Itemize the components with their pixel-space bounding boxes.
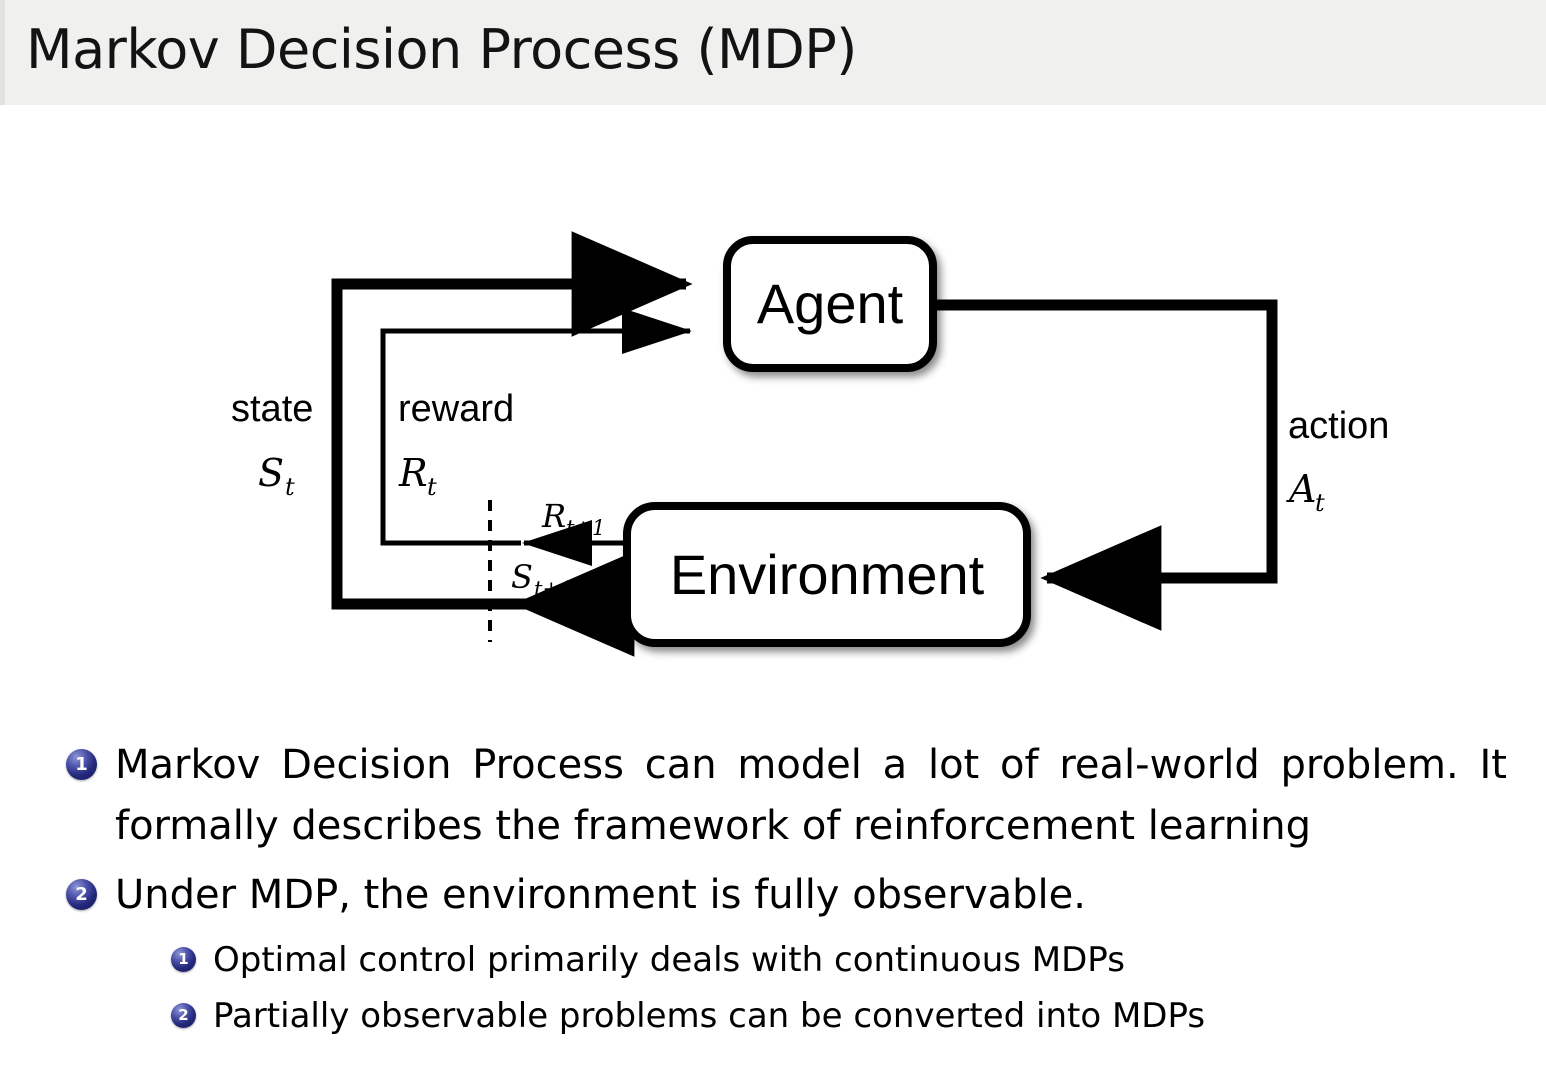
label-state: state S t	[231, 388, 313, 501]
sub-list-item[interactable]: 2 Partially observable problems can be c…	[171, 990, 1546, 1043]
label-state-word: state	[231, 388, 313, 430]
sub-bullet-marker-1: 1	[171, 947, 196, 972]
label-next-reward: R t+1	[541, 497, 605, 540]
label-action: action A t	[1286, 405, 1389, 517]
label-state-symbol: S	[258, 451, 284, 495]
label-reward-symbol-subscript: t	[427, 473, 437, 501]
label-next-reward-symbol: R	[541, 497, 566, 535]
bullet-list: 1 Markov Decision Process can model a lo…	[0, 735, 1546, 1046]
node-environment[interactable]: Environment	[623, 502, 1031, 647]
bullet-text-2: Under MDP, the environment is fully obse…	[115, 872, 1086, 918]
node-environment-label: Environment	[670, 543, 985, 606]
node-agent[interactable]: Agent	[723, 236, 937, 372]
label-action-symbol-subscript: t	[1315, 489, 1325, 517]
label-next-state: S t+1	[511, 558, 573, 601]
sub-bullet-marker-2: 2	[171, 1003, 196, 1028]
bullet-marker-1: 1	[66, 749, 97, 780]
label-next-state-symbol: S	[511, 558, 533, 596]
list-item[interactable]: 1 Markov Decision Process can model a lo…	[66, 735, 1546, 857]
label-reward-word: reward	[398, 388, 514, 430]
label-reward-symbol: R	[398, 451, 428, 495]
bullet-text-1: Markov Decision Process can model a lot …	[115, 742, 1507, 849]
edge-action-path	[933, 299, 1278, 631]
page-title: Markov Decision Process (MDP)	[26, 18, 857, 81]
label-next-state-subscript: t+1	[534, 577, 573, 601]
header-left-edge-accent	[0, 0, 5, 105]
label-reward: reward R t	[398, 388, 514, 501]
bullet-marker-2: 2	[66, 879, 97, 910]
mdp-agent-environment-diagram: Agent Environment state S t reward R t a…	[0, 150, 1546, 690]
sub-bullet-text-2: Partially observable problems can be con…	[213, 996, 1206, 1036]
node-agent-label: Agent	[757, 272, 904, 335]
sub-bullet-text-1: Optimal control primarily deals with con…	[213, 940, 1125, 980]
label-action-word: action	[1288, 405, 1389, 447]
label-action-symbol: A	[1286, 467, 1316, 511]
sub-list-item[interactable]: 1 Optimal control primarily deals with c…	[171, 934, 1546, 987]
list-item[interactable]: 2 Under MDP, the environment is fully ob…	[66, 865, 1546, 926]
label-state-symbol-subscript: t	[285, 473, 295, 501]
label-next-reward-subscript: t+1	[566, 516, 605, 540]
slide-header-bar: Markov Decision Process (MDP)	[0, 0, 1546, 105]
